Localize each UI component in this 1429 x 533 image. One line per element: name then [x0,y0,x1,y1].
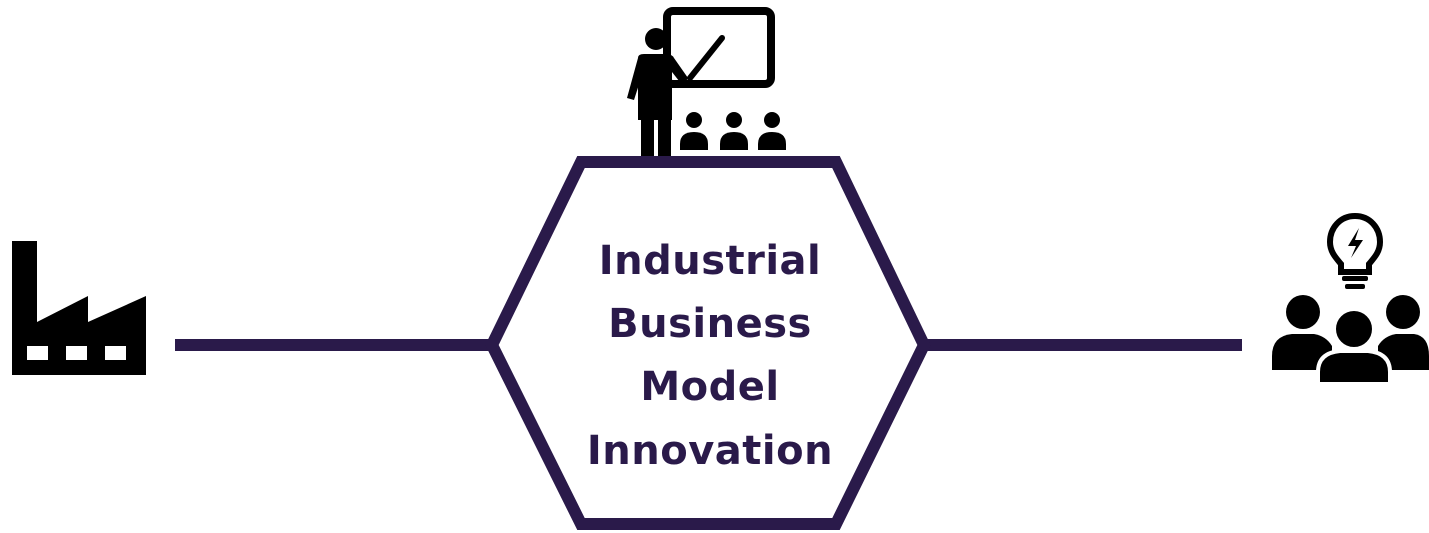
team-idea-lightbulb-icon [1272,212,1429,386]
hexagon-title-line-4: Innovation [586,427,834,474]
hexagon-title-line-2: Business [608,301,812,348]
hexagon-title-line-1: Industrial [598,238,822,284]
factory-icon [12,241,146,375]
presentation-teacher-icon [627,7,786,156]
hexagon-title: Industrial Business Model Innovation [560,230,860,483]
hexagon-title-line-3: Model [640,364,780,411]
center-hexagon [485,156,931,530]
